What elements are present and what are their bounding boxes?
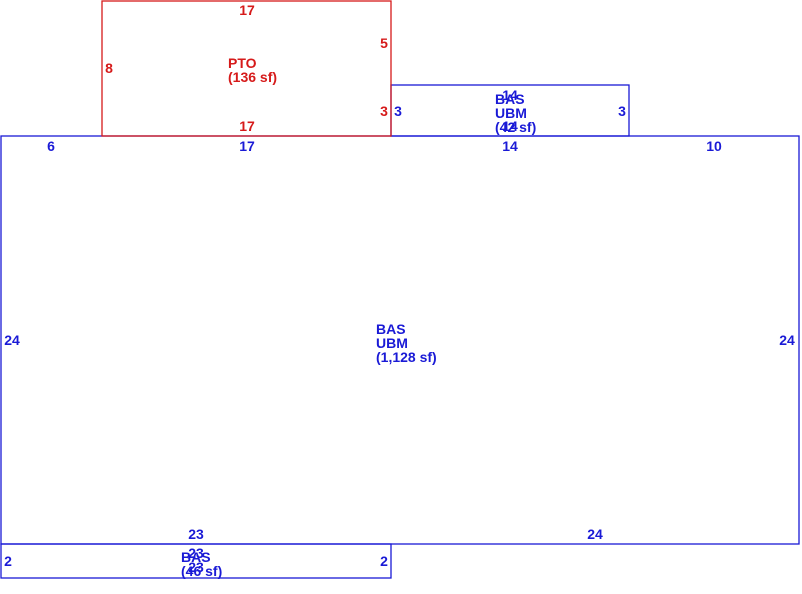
bas-main-dim-top-left: 6 <box>47 138 55 154</box>
bas-bottom-overlap-top: 23 <box>188 545 204 561</box>
pto-dim-bottom: 17 <box>239 118 255 134</box>
bas-small-dim-right: 3 <box>618 103 626 119</box>
bas-main-dim-bottom-left: 23 <box>188 526 204 542</box>
bas-main-dim-top-mid: 17 <box>239 138 255 154</box>
bas-small-size: (42 sf) <box>495 119 536 135</box>
bas-main-size: (1,128 sf) <box>376 349 437 365</box>
bas-bottom-size: (46 sf) <box>181 563 222 579</box>
pto-dim-top: 17 <box>239 2 255 18</box>
bas-main-dim-right: 24 <box>779 332 795 348</box>
bas-bottom-outline <box>0 543 392 579</box>
bas-main-dim-bottom-right: 24 <box>587 526 603 542</box>
pto-outline <box>101 0 392 137</box>
pto-code: PTO <box>228 55 257 71</box>
bas-bottom-dim-left: 2 <box>4 553 12 569</box>
pto-dim-right-lower: 3 <box>380 103 388 119</box>
bas-small-overlap-bottom: 14 <box>502 118 518 134</box>
bas-main-dim-top-right: 10 <box>706 138 722 154</box>
pto-dim-right-upper: 5 <box>380 35 388 51</box>
bas-small-code1: BAS <box>495 91 525 107</box>
pto-size: (136 sf) <box>228 69 277 85</box>
pto-dim-left: 8 <box>105 60 113 76</box>
bas-small-overlap-top: 14 <box>502 87 518 103</box>
bas-small-code2: UBM <box>495 105 527 121</box>
bas-small-dim-left: 3 <box>394 103 402 119</box>
bas-bottom-overlap-bottom: 23 <box>188 559 204 575</box>
bas-bottom-dim-right: 2 <box>380 553 388 569</box>
bas-bottom-code1: BAS <box>181 549 211 565</box>
bas-main-code2: UBM <box>376 335 408 351</box>
bas-main-dim-left: 24 <box>4 332 20 348</box>
bas-main-code1: BAS <box>376 321 406 337</box>
bas-main-dim-top-right-mid: 14 <box>502 138 518 154</box>
